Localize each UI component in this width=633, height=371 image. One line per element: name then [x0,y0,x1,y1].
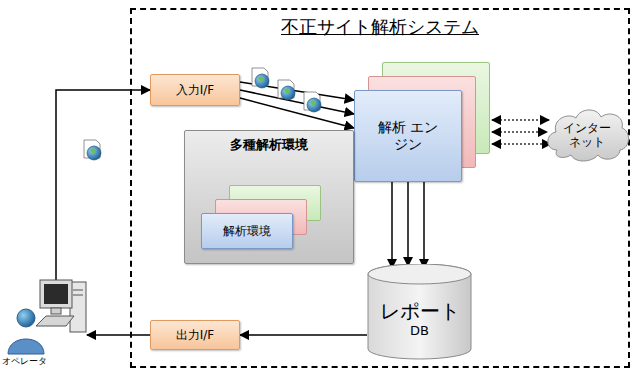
url-icon [252,68,269,88]
system-title: 不正サイト解析システム [281,16,479,38]
connector-arrow [492,119,549,121]
connector-arrow [87,334,150,336]
node-label: インター ネット [560,121,614,150]
connector-arrow [391,182,393,268]
analysis-environment-box: 解析環境 [201,213,293,249]
connector-arrow [56,90,150,280]
analysis-engine-box: 解析 エンジン [354,90,462,182]
connector-arrow [492,131,547,133]
system-boundary: 不正サイト解析システム入力I/F 解析 エンジン多種解析環境解析環境レポートDB 出… [130,8,630,368]
url-icon [304,92,321,112]
node-label: 出力I/F [176,328,214,342]
url-icon [84,140,101,160]
internet-cloud: インター ネット [543,104,631,166]
connector-arrow [423,182,425,268]
operator-label: オペレータ [2,356,47,367]
node-label: レポート [380,299,460,323]
operator: オペレータ [2,268,90,368]
url-icon [278,80,295,100]
node-label: 解析環境 [223,224,271,238]
input-interface-box: 入力I/F [150,74,240,106]
connector-arrow [492,143,551,145]
output-interface-box: 出力I/F [150,320,240,350]
connector-arrow [407,182,409,266]
node-label: 多種解析環境 [230,137,308,153]
node-label: 入力I/F [176,83,214,97]
environment-group-box: 多種解析環境解析環境 [184,130,354,264]
operator-illustration [2,268,90,368]
node-label: DB [410,323,429,339]
connector-arrow [240,98,354,128]
connector-arrow [240,334,367,336]
report-database: レポートDB [367,264,472,360]
node-label: 解析 エンジン [377,119,439,153]
